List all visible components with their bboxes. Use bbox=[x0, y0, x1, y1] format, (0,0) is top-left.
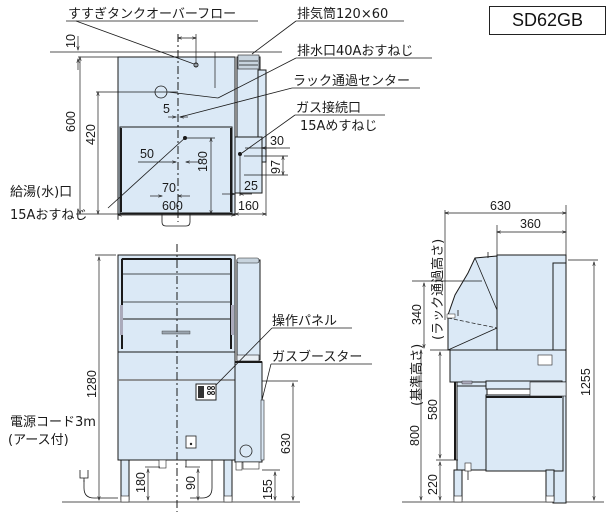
gas-booster-burner-port bbox=[239, 444, 253, 458]
label-drain-outlet: 排水口40Aおすねじ bbox=[297, 44, 413, 59]
dim-90: 90 bbox=[184, 476, 198, 490]
label-hot-water-inlet: 給湯(水)口 bbox=[10, 185, 72, 200]
door-handle bbox=[161, 330, 191, 335]
label-gas-booster: ガスブースター bbox=[272, 349, 362, 365]
dim-1280: 1280 bbox=[85, 370, 99, 398]
dim-220: 220 bbox=[426, 474, 440, 495]
dim-30: 30 bbox=[270, 134, 284, 148]
dim-630-side: 630 bbox=[490, 199, 511, 213]
dim-600-depth: 600 bbox=[64, 111, 78, 132]
label-standard-height: (基準高さ) bbox=[409, 344, 425, 406]
label-water-inlet-thread: 15Aおすねじ bbox=[10, 208, 87, 223]
dim-25: 25 bbox=[244, 179, 258, 193]
label-power-cord: 電源コード3m bbox=[10, 415, 96, 430]
dim-10: 10 bbox=[64, 34, 78, 48]
dim-180-front: 180 bbox=[134, 472, 148, 493]
dim-155: 155 bbox=[261, 479, 275, 500]
dim-5: 5 bbox=[163, 102, 170, 116]
dim-800: 800 bbox=[408, 425, 422, 446]
label-control-panel: 操作パネル bbox=[272, 313, 337, 329]
label-rinse-tank-overflow: すすぎタンクオーバーフロー bbox=[68, 7, 236, 22]
dim-420: 420 bbox=[84, 124, 98, 145]
dim-160: 160 bbox=[238, 199, 259, 213]
label-rack-pass-center: ラック通過センター bbox=[293, 74, 410, 89]
label-power-cord-ground: (アース付) bbox=[8, 433, 69, 448]
dim-360: 360 bbox=[520, 217, 541, 231]
dim-180-top: 180 bbox=[196, 151, 210, 172]
dim-600-width: 600 bbox=[162, 199, 183, 213]
model-number-box: SD62GB bbox=[489, 6, 606, 35]
model-number: SD62GB bbox=[511, 10, 584, 30]
dim-1255: 1255 bbox=[579, 368, 593, 396]
front-view: 1280 180 90 155 630 操作パネル ガスブースター 電源コード3… bbox=[8, 244, 372, 512]
label-exhaust-stack: 排気筒120×60 bbox=[297, 6, 388, 22]
side-view: 630 360 340 (ラック通過高さ) 800 (基準高さ) 580 220… bbox=[402, 199, 604, 504]
side-booster-unit bbox=[485, 394, 564, 472]
label-rack-pass-height: (ラック通過高さ) bbox=[430, 239, 446, 340]
label-gas-inlet-thread: 15Aめすねじ bbox=[300, 119, 377, 134]
dim-50: 50 bbox=[140, 147, 154, 161]
label-gas-inlet: ガス接続口 bbox=[296, 100, 361, 116]
dim-340: 340 bbox=[410, 304, 424, 325]
exhaust-stack bbox=[237, 54, 260, 70]
top-view: 10 600 420 5 50 180 70 600 bbox=[10, 6, 432, 227]
dim-70: 70 bbox=[162, 181, 176, 195]
dim-580: 580 bbox=[426, 399, 440, 420]
dim-97: 97 bbox=[269, 160, 283, 174]
dim-630-front: 630 bbox=[279, 433, 293, 454]
